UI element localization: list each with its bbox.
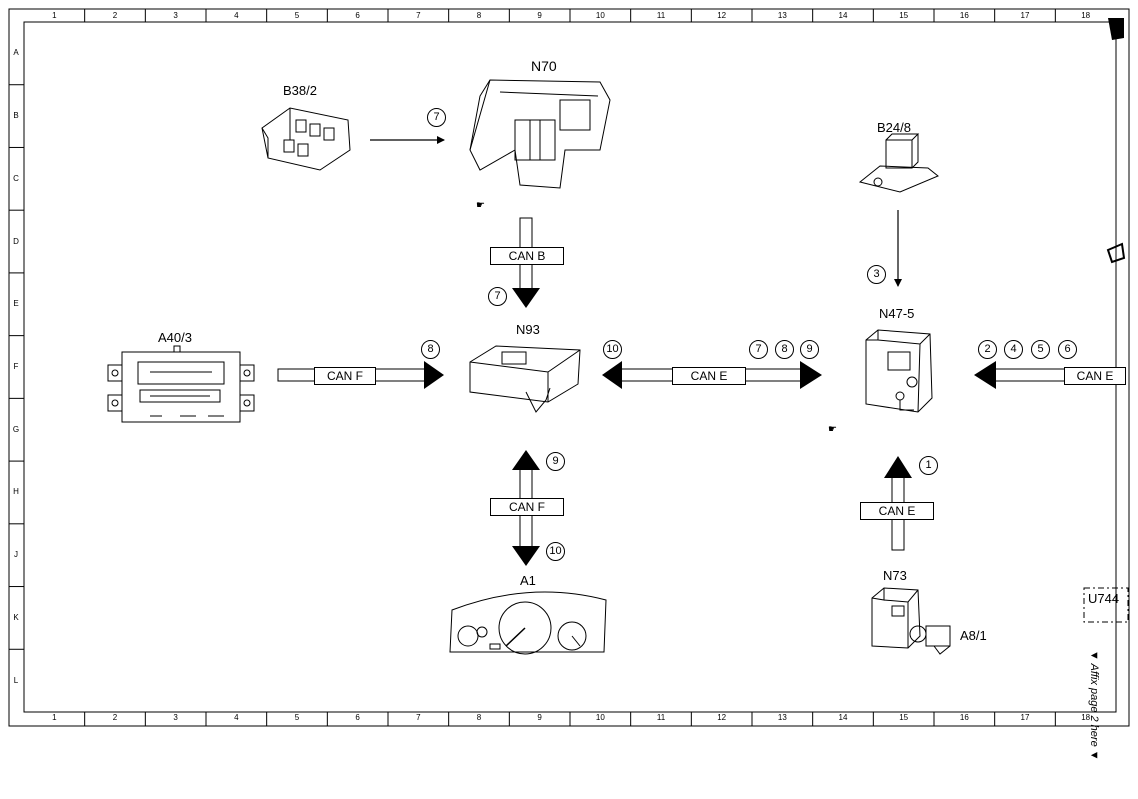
grid-column-label: 2 (112, 11, 118, 20)
grid-row-label: C (13, 173, 19, 183)
can-e-right-label: CAN E (1064, 367, 1126, 385)
can-f-left-label: CAN F (314, 367, 376, 385)
grid-column-label: 4 (234, 713, 239, 722)
grid-column-label: 13 (777, 11, 787, 20)
grid-column-label: 12 (717, 713, 727, 722)
a40-3-display-drawing (107, 345, 255, 423)
a40-3-label: A40/3 (158, 330, 192, 345)
grid-column-label: 16 (959, 11, 969, 20)
grid-column-label: 12 (717, 11, 727, 20)
grid-row-label: J (14, 550, 18, 560)
n93-label: N93 (516, 322, 540, 337)
grid-column-label: 6 (355, 11, 360, 20)
grid-row-label: H (13, 487, 19, 497)
grid-row-label: F (13, 362, 19, 371)
grid-column-label: 7 (416, 11, 421, 20)
grid-column-label: 17 (1020, 713, 1030, 722)
n93-module-drawing (469, 345, 581, 413)
grid-column-label: 17 (1020, 11, 1030, 20)
grid-row-label: D (13, 236, 19, 246)
grid-column-label: 3 (173, 11, 178, 20)
grid-column-label: 3 (173, 713, 178, 722)
grid-ticks (9, 9, 1056, 726)
marker-circle: 2 (978, 340, 997, 359)
grid-column-label: 14 (838, 11, 848, 20)
marker-circle: 9 (800, 340, 819, 359)
affix-page-note: ▼ Affix page 2 here ▼ (1088, 650, 1100, 761)
b38-2-rain-light-sensor-drawing (261, 107, 351, 171)
marker-circle: 7 (749, 340, 768, 359)
grid-column-label: 10 (595, 713, 605, 722)
grid-column-label: 4 (234, 11, 239, 20)
grid-row-label: A (13, 48, 19, 58)
grid-column-label: 9 (537, 11, 542, 20)
can-f-vertical-label: CAN F (490, 498, 564, 516)
a1-label: A1 (520, 573, 536, 588)
grid-column-label: 2 (112, 713, 118, 722)
grid-column-label: 13 (777, 713, 787, 722)
grid-column-label: 8 (476, 713, 482, 722)
inner-frame (23, 21, 1117, 713)
grid-column-label: 16 (959, 713, 969, 722)
grid-column-label: 9 (537, 713, 542, 722)
grid-column-label: 11 (656, 713, 666, 722)
a1-instrument-cluster-drawing (449, 591, 607, 655)
a8-1-label: A8/1 (960, 628, 987, 643)
can-b-label: CAN B (490, 247, 564, 265)
grid-column-label: 11 (656, 11, 666, 20)
grid-column-label: 5 (294, 713, 300, 722)
grid-column-label: 7 (416, 713, 421, 722)
marker-circle: 8 (775, 340, 794, 359)
marker-circle: 10 (603, 340, 622, 359)
n73-label: N73 (883, 568, 907, 583)
grid-column-label: 18 (1081, 11, 1091, 20)
grid-column-label: 5 (294, 11, 300, 20)
can-e-up-label: CAN E (860, 502, 934, 520)
grid-column-label: 1 (52, 713, 57, 722)
grid-column-label: 6 (355, 713, 360, 722)
sheet-reference-label: U744 (1088, 591, 1120, 606)
grid-row-label: K (13, 612, 19, 622)
grid-column-label: 8 (476, 11, 482, 20)
marker-circle: 5 (1031, 340, 1050, 359)
b38-2-label: B38/2 (283, 83, 317, 98)
grid-column-label: 18 (1081, 713, 1091, 722)
grid-row-label: B (13, 111, 19, 121)
marker-circle: 7 (427, 108, 446, 127)
can-f-vertical-arrow (512, 450, 540, 566)
n70-label: N70 (531, 58, 557, 74)
grid-column-label: 15 (899, 11, 909, 20)
marker-circle: 10 (546, 542, 565, 561)
grid-column-label: 14 (838, 713, 848, 722)
marker-circle: 3 (867, 265, 886, 284)
grid-column-label: 10 (595, 11, 605, 20)
marker-circle: 1 (919, 456, 938, 475)
marker-circle: 4 (1004, 340, 1023, 359)
marker-circle: 6 (1058, 340, 1077, 359)
grid-row-label: G (12, 424, 20, 434)
marker-circle: 7 (488, 287, 507, 306)
n73-ignition-switch-drawing (871, 587, 951, 655)
marker-circle: 8 (421, 340, 440, 359)
hand-pointer-icon: ☛ (476, 200, 485, 211)
outer-frame (8, 8, 1130, 727)
n47-5-label: N47-5 (879, 306, 915, 321)
grid-row-label: E (13, 299, 19, 309)
grid-row-label: L (13, 675, 19, 685)
grid-column-label: 1 (52, 11, 57, 20)
hand-pointer-icon: ☛ (828, 424, 837, 435)
u744-reference-box (1083, 587, 1129, 623)
can-e-middle-label: CAN E (672, 367, 746, 385)
n47-5-esp-control-unit-drawing (865, 329, 933, 413)
n70-overhead-control-panel-drawing (469, 79, 611, 189)
grid-column-label: 15 (899, 713, 909, 722)
b24-8-sensor-drawing (858, 133, 939, 193)
marker-circle: 9 (546, 452, 565, 471)
b24-8-label: B24/8 (877, 120, 911, 135)
partial-component-edge-drawing (1106, 18, 1126, 264)
